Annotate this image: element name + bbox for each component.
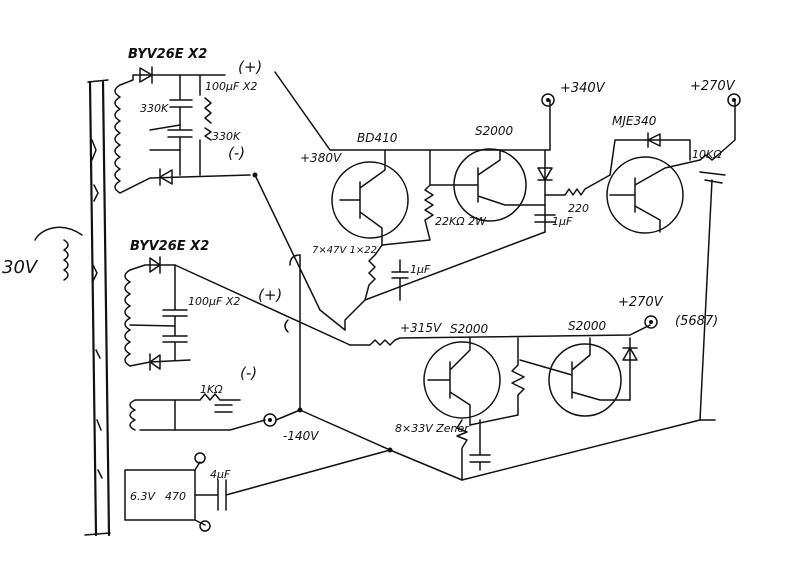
transformer <box>34 79 111 537</box>
label-380v: +380V <box>300 151 342 165</box>
neg-winding <box>129 399 136 431</box>
label-mje340: MJE340 <box>612 114 657 128</box>
label-bd410: BD410 <box>357 131 398 145</box>
label-1k: 1KΩ <box>200 383 223 396</box>
mid-winding <box>124 269 131 367</box>
label-plus-top: (+) <box>238 58 262 76</box>
terminal-270-mid[interactable] <box>644 315 658 329</box>
diode-top-2 <box>159 169 173 185</box>
res-22k <box>381 149 434 246</box>
label-res-top: 330K <box>140 102 169 115</box>
res-lower <box>469 337 525 426</box>
label-340v: +340V <box>560 81 606 96</box>
diode-mid-1 <box>149 257 161 273</box>
res-220 <box>544 174 611 196</box>
label-cap-mid: 100μF X2 <box>188 295 240 308</box>
transistor-s2000-a <box>429 148 546 222</box>
diode-top-1 <box>139 67 153 83</box>
label-270v-top: +270V <box>690 79 736 94</box>
diode-mid-2 <box>149 354 161 370</box>
top-winding <box>114 84 121 194</box>
label-res-top2: 330K <box>212 130 241 143</box>
label-315v: +315V <box>400 321 442 335</box>
transistor-s2000-c <box>519 337 631 417</box>
label-zener-bot: 8×33V Zener <box>395 422 470 435</box>
label-s2000-c: S2000 <box>568 319 607 333</box>
label-270v-mid: +270V <box>618 295 664 310</box>
label-diode-top: BYV26E X2 <box>128 47 207 62</box>
label-zener-top: 7×47V 1×22 <box>312 245 377 256</box>
label-diode-mid: BYV26E X2 <box>130 239 209 254</box>
label-minus-top: (-) <box>228 144 245 162</box>
transistor-mje340 <box>606 156 701 234</box>
terminal-340[interactable] <box>541 93 555 107</box>
label-neg140v: -140V <box>283 429 319 443</box>
label-6v3: 6.3V <box>130 490 156 503</box>
terminal-heater-top[interactable] <box>194 452 206 464</box>
label-470: 470 <box>165 490 186 503</box>
diode-340 <box>537 167 553 181</box>
label-1uf-a: 1μF <box>552 215 573 228</box>
label-5687: (5687) <box>675 314 718 329</box>
transistor-s2000-b <box>423 337 501 426</box>
label-22k: 22KΩ 2W <box>435 215 487 228</box>
label-4uf: 4μF <box>210 468 231 481</box>
label-minus-mid: (-) <box>240 364 257 382</box>
zener-chain-top <box>344 244 383 331</box>
rail-380 <box>274 71 551 151</box>
zener-chain-bot <box>456 419 491 481</box>
label-plus-mid: (+) <box>258 286 282 304</box>
label-cap-top: 100μF X2 <box>205 80 257 93</box>
diode-mje <box>647 133 661 147</box>
rail-315 <box>349 324 651 346</box>
terminal-270-top[interactable] <box>727 93 741 107</box>
label-s2000-b: S2000 <box>450 322 489 336</box>
label-1uf-b: 1μF <box>410 263 431 276</box>
label-30v: 30V <box>2 257 39 278</box>
label-10k: 10KΩ <box>692 148 722 161</box>
terminal-heater-bot[interactable] <box>199 520 211 532</box>
label-s2000-a: S2000 <box>475 124 514 138</box>
label-220: 220 <box>568 202 589 215</box>
transistor-bd410 <box>331 149 409 246</box>
diode-lower <box>622 347 638 361</box>
